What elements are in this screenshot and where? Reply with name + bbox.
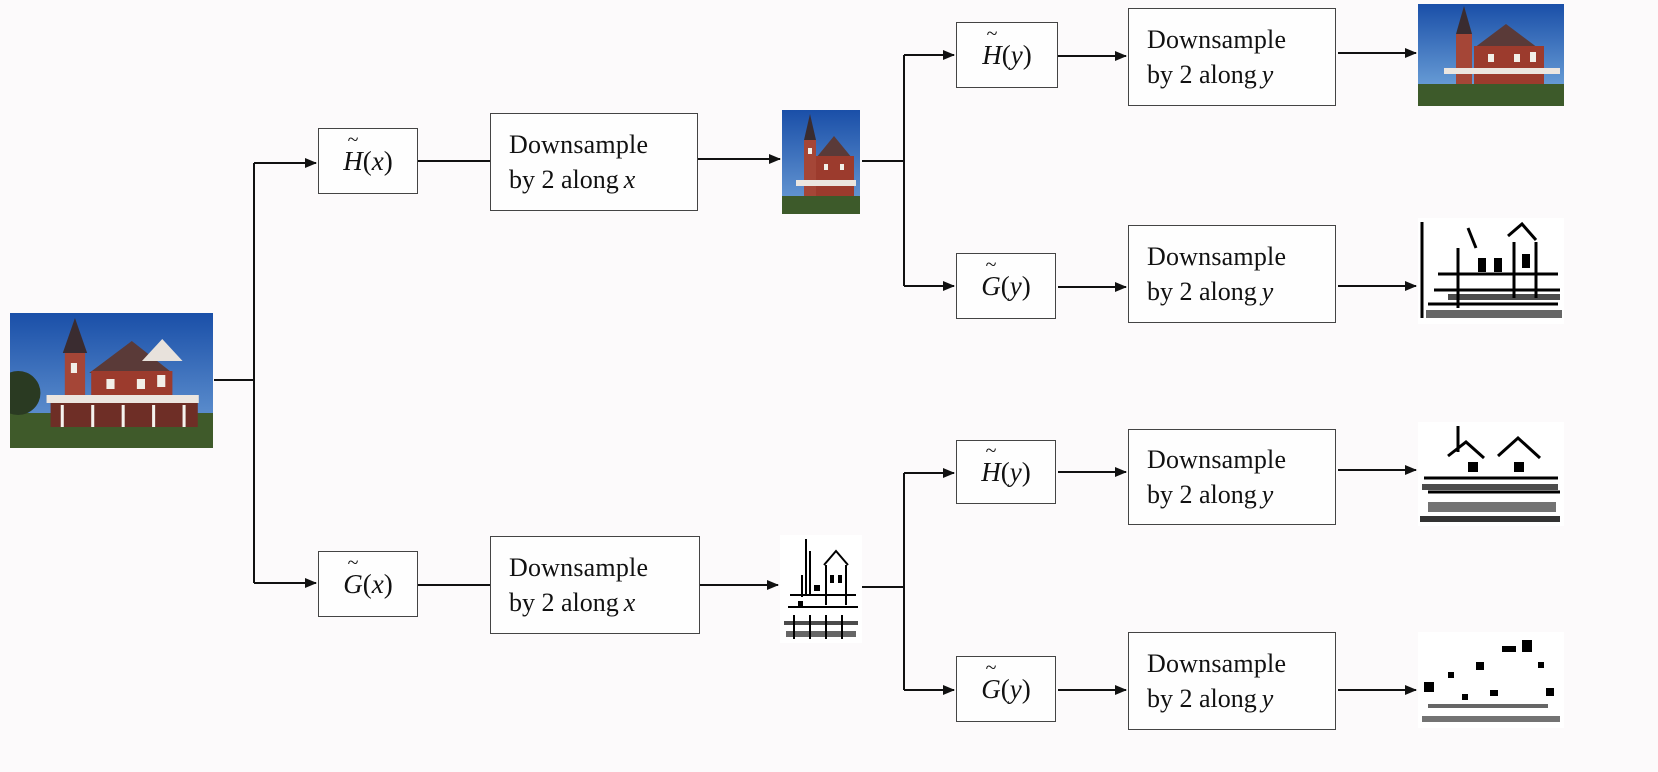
x-variable: x — [371, 568, 384, 599]
hh-output-image — [1418, 632, 1564, 728]
x-variable: x — [371, 145, 384, 176]
g-symbol: G — [343, 569, 363, 600]
paren-close: ) — [383, 568, 393, 599]
input-house-image — [10, 313, 213, 448]
house-photo-icon — [782, 110, 860, 214]
h-y-filter-box-upper: H(y) — [956, 22, 1058, 88]
g-y-filter-box-upper: G(y) — [956, 253, 1056, 319]
lowpass-x-image — [782, 110, 860, 214]
ll-output-image — [1418, 4, 1564, 106]
h-x-filter-box: H(x) — [318, 128, 418, 194]
highpass-x-image — [780, 535, 862, 643]
edge-map-icon — [1420, 221, 1562, 318]
paren-close: ) — [383, 145, 393, 176]
downsample-label: Downsample — [509, 129, 649, 159]
house-photo-icon — [10, 313, 213, 448]
h-symbol: H — [343, 146, 363, 177]
paren-open: ( — [362, 145, 372, 176]
hl-output-image — [1418, 422, 1564, 526]
lh-output-image — [1418, 218, 1564, 324]
house-photo-icon — [1418, 4, 1564, 106]
edge-map-icon — [1420, 426, 1560, 522]
g-x-filter-box: G(x) — [318, 551, 418, 617]
g-y-filter-box-lower: G(y) — [956, 656, 1056, 722]
edge-map-icon — [1422, 640, 1560, 722]
h-y-filter-box-lower: H(y) — [956, 440, 1056, 504]
edge-map-icon — [784, 539, 858, 639]
downsample-label: Downsample — [509, 552, 649, 582]
paren-open: ( — [362, 568, 372, 599]
